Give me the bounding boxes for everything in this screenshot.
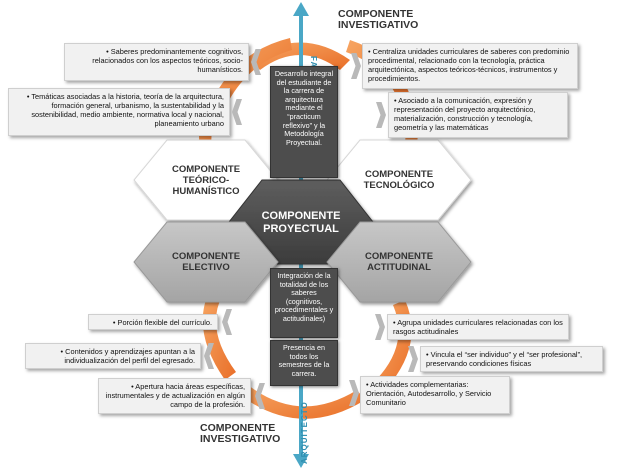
hex-label-electivo-line2: ELECTIVO xyxy=(182,262,230,273)
left-connector-chevron xyxy=(222,309,232,335)
left-connector-chevron xyxy=(204,343,214,369)
center-top-box: Desarrollo integral del estudiante de la… xyxy=(270,66,338,178)
top-title: COMPONENTE INVESTIGATIVO xyxy=(338,9,418,31)
hexagon-actitudinal xyxy=(326,221,472,303)
center-bottom-box-presence: Presencia en todos los semestres de la c… xyxy=(270,340,338,386)
left-note-saberes: • Saberes predominantemente cognitivos, … xyxy=(64,43,249,81)
hexagon-electivo xyxy=(133,221,279,303)
right-connector-chevron xyxy=(408,346,418,372)
hex-label-actitudinal-line2: ACTITUDINAL xyxy=(367,262,431,273)
bottom-title-line1: COMPONENTE xyxy=(200,422,276,434)
bottom-title: COMPONENTE INVESTIGATIVO xyxy=(200,423,280,445)
right-connector-chevron xyxy=(376,102,386,128)
top-title-line2: INVESTIGATIVO xyxy=(338,19,419,31)
hex-label-teorico-line1: COMPONENTE xyxy=(171,164,241,175)
hex-label-proyectual-line2: PROYECTUAL xyxy=(263,223,339,235)
right-connector-chevron xyxy=(375,314,385,340)
hex-label-tecnologico: COMPONENTE TECNOLÓGICO xyxy=(353,169,445,191)
hex-label-proyectual-line1: COMPONENTE xyxy=(261,210,341,222)
hex-label-tecnologico-line2: TECNOLÓGICO xyxy=(363,180,435,191)
right-connector-chevron xyxy=(351,53,361,79)
hex-label-teorico-line2: TEÓRICO- xyxy=(182,175,230,186)
right-note-agrupa: • Agrupa unidades curriculares relaciona… xyxy=(387,314,569,340)
hex-label-tecnologico-line1: COMPONENTE xyxy=(364,169,434,180)
hex-label-electivo-line1: COMPONENTE xyxy=(171,251,241,262)
right-connector-chevron xyxy=(349,380,359,406)
center-bottom-box-integration: Integración de la totalidad de los saber… xyxy=(270,268,338,338)
hex-label-teorico: COMPONENTE TEÓRICO- HUMANÍSTICO xyxy=(160,164,252,197)
left-note-tematicas: • Temáticas asociadas a la historia, teo… xyxy=(8,88,230,136)
right-note-actividades: • Actividades complementarias: Orientaci… xyxy=(360,376,510,414)
arrow-label-bottom: ARQUITECTO xyxy=(300,401,309,464)
left-note-porcion: • Porción flexible del currículo. xyxy=(88,314,218,330)
right-note-centraliza: • Centraliza unidades curriculares de sa… xyxy=(362,43,578,89)
top-title-line1: COMPONENTE xyxy=(338,8,414,20)
left-connector-chevron xyxy=(255,383,265,409)
right-note-asociado: • Asociado a la comunicación, expresión … xyxy=(388,92,568,138)
left-connector-chevron xyxy=(232,99,242,125)
left-note-apertura: • Apertura hacia áreas específicas, inst… xyxy=(98,378,251,414)
hex-label-proyectual: COMPONENTE PROYECTUAL xyxy=(253,210,349,236)
bottom-title-line2: INVESTIGATIVO xyxy=(200,433,281,445)
hex-label-actitudinal-line1: COMPONENTE xyxy=(364,251,434,262)
hex-label-teorico-line3: HUMANÍSTICO xyxy=(172,186,240,197)
hex-label-electivo: COMPONENTE ELECTIVO xyxy=(160,251,252,273)
right-note-vincula: • Vincula el “ser individuo” y el “ser p… xyxy=(420,346,603,372)
left-note-contenidos: • Contenidos y aprendizajes apuntan a la… xyxy=(25,343,201,369)
left-connector-chevron xyxy=(251,49,261,75)
hex-label-actitudinal: COMPONENTE ACTITUDINAL xyxy=(353,251,445,273)
